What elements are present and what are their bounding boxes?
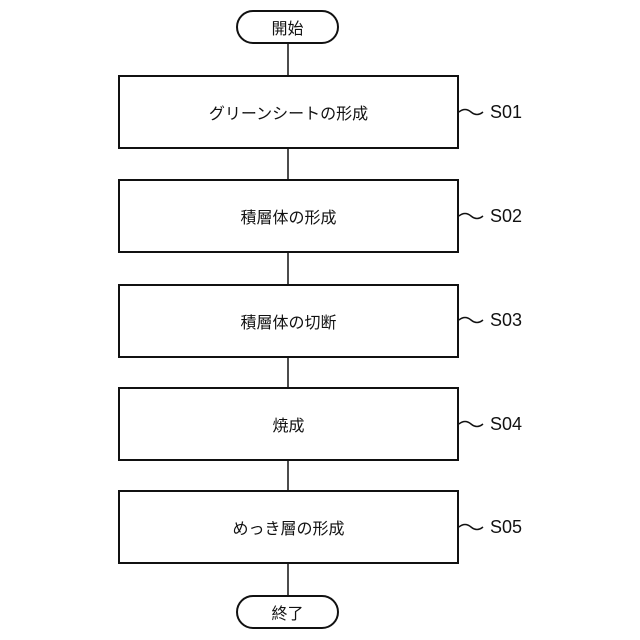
step-code-s01: S01 (490, 103, 522, 121)
step-box-s04: 焼成 (118, 387, 459, 461)
step-box-s05: めっき層の形成 (118, 490, 459, 564)
step-code-s04: S04 (490, 415, 522, 433)
step-box-s03: 積層体の切断 (118, 284, 459, 358)
step-label-s04: 焼成 (272, 412, 304, 436)
leader-s05 (459, 525, 483, 530)
step-box-s01: グリーンシートの形成 (118, 75, 459, 149)
start-terminal: 開始 (236, 10, 339, 44)
leader-s01 (459, 110, 483, 115)
leader-s03 (459, 318, 483, 323)
leader-s04 (459, 422, 483, 427)
step-label-s05: めっき層の形成 (232, 515, 344, 539)
leader-s02 (459, 214, 483, 219)
step-code-s02: S02 (490, 207, 522, 225)
step-box-s02: 積層体の形成 (118, 179, 459, 253)
step-code-s03: S03 (490, 311, 522, 329)
step-code-s05: S05 (490, 518, 522, 536)
step-label-s03: 積層体の切断 (240, 309, 336, 333)
end-terminal: 終了 (236, 595, 339, 629)
end-label: 終了 (271, 600, 303, 624)
start-label: 開始 (271, 15, 303, 39)
step-label-s02: 積層体の形成 (240, 204, 336, 228)
step-label-s01: グリーンシートの形成 (209, 100, 368, 124)
